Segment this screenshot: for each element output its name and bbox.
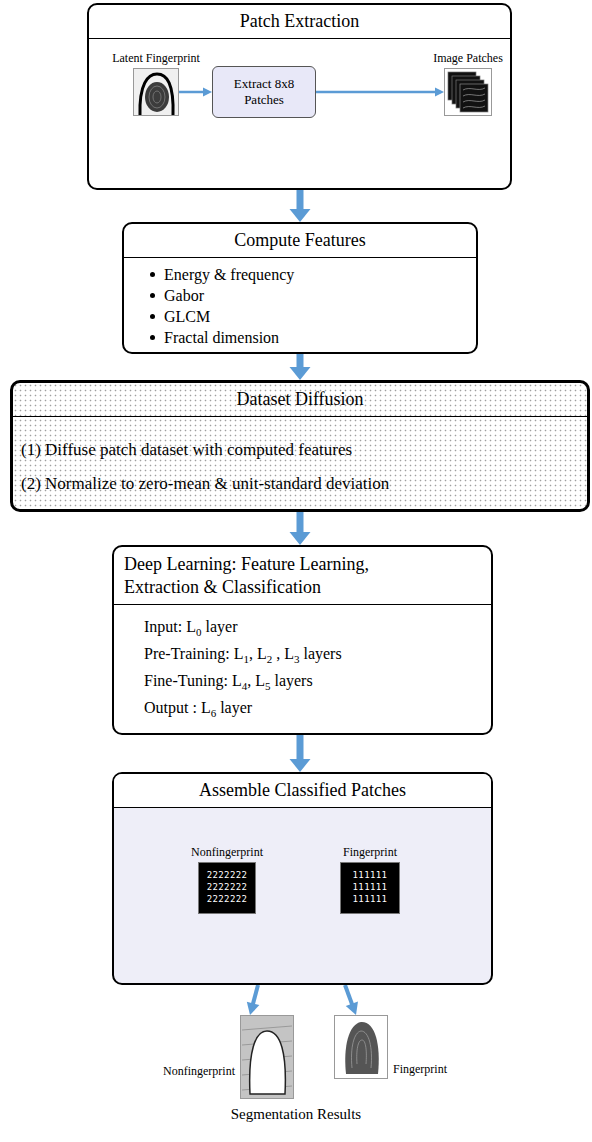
image-patches-stack [448, 72, 488, 112]
arrow-shaft [297, 735, 304, 763]
stage-box: Compute FeaturesEnergy & frequencyGaborG… [122, 222, 478, 354]
list-item: Pre-Training: L1, L2 , L3 layers [144, 640, 481, 667]
item-list: Energy & frequencyGaborGLCMFractal dimen… [124, 258, 476, 352]
list-item: Energy & frequency [164, 264, 294, 285]
patch-image: Nonfingerprint2222222 2222222 2222222 [198, 862, 256, 914]
image-caption: Image Patches [433, 52, 503, 65]
box-title: Dataset Diffusion [13, 383, 587, 417]
arrow-head [290, 759, 311, 772]
image-frame: Nonfingerprint [240, 1015, 294, 1099]
list-item: Output : L6 layer [144, 694, 481, 721]
flow-arrow [179, 88, 212, 97]
image-frame: Fingerprint [334, 1015, 388, 1079]
stage-box: Patch ExtractionLatent FingerprintExtrac… [87, 3, 512, 190]
arrow-head [346, 1001, 358, 1015]
class-digits: 2222222 2222222 2222222 [207, 870, 248, 905]
print-blob [145, 82, 169, 112]
list-item: Fine-Tuning: L4, L5 layers [144, 667, 481, 694]
list-item: GLCM [164, 306, 210, 327]
list-item: (1) Diffuse patch dataset with computed … [21, 433, 575, 467]
patch-image: Fingerprint111111 111111 111111 [340, 862, 400, 914]
arrow-shaft [179, 91, 206, 94]
item-list: Input: L0 layerPre-Training: L1, L2 , L3… [114, 605, 491, 727]
list-item: Input: L0 layer [144, 613, 481, 640]
flow-arrow [290, 512, 311, 545]
process-box: Extract 8x8 Patches [212, 66, 316, 118]
removed-region [250, 1031, 286, 1094]
image-ground [334, 1015, 388, 1079]
figure-caption: Segmentation Results [231, 1106, 361, 1123]
image-caption: Nonfingerprint [191, 846, 263, 859]
stage-box: Assemble Classified PatchesNonfingerprin… [112, 772, 493, 985]
image-caption: Nonfingerprint [163, 1065, 235, 1078]
nonfingerprint-result-image [240, 1015, 294, 1099]
bullet-dot [150, 314, 155, 319]
image-ground [240, 1015, 294, 1099]
bullet-row: GLCM [150, 306, 466, 327]
flow-arrow [316, 88, 444, 97]
image-caption: Latent Fingerprint [112, 52, 200, 65]
image-ground [133, 68, 179, 116]
bullet-dot [150, 293, 155, 298]
bullet-dot [150, 272, 155, 277]
print-outline [140, 74, 173, 115]
bullet-row: Energy & frequency [150, 264, 466, 285]
arrow-head [435, 88, 444, 97]
ridge-line [149, 86, 165, 108]
stage-box: Dataset Diffusion (1) Diffuse patch datas… [10, 380, 590, 512]
item-list: (1) Diffuse patch dataset with computed … [13, 417, 587, 507]
process-label: Extract 8x8 Patches [219, 76, 309, 107]
bullet-row: Fractal dimension [150, 327, 466, 348]
flow-arrow [290, 190, 311, 222]
ridge-line [351, 1031, 371, 1068]
class-digits: 111111 111111 111111 [353, 870, 388, 905]
box-title: Assemble Classified Patches [114, 774, 491, 808]
flow-arrow [290, 735, 311, 772]
arrow-head [290, 532, 311, 545]
arrow-head [203, 88, 212, 97]
list-item: Gabor [164, 285, 204, 306]
ridge-line [153, 91, 161, 103]
arrow-head [247, 1002, 260, 1015]
list-item: (2) Normalize to zero-mean & unit-standa… [21, 467, 575, 501]
box-title: Compute Features [124, 224, 476, 258]
patch-texture [463, 88, 485, 108]
box-title: Patch Extraction [89, 5, 510, 39]
flow-arrow [247, 985, 260, 1015]
image-frame: Latent Fingerprint [133, 68, 179, 116]
latent-fingerprint-image [133, 68, 179, 116]
list-item: Fractal dimension [164, 327, 279, 348]
patch-square [460, 84, 488, 112]
arrow-shaft [316, 91, 438, 94]
stage-box: Deep Learning: Feature Learning, Extract… [112, 545, 493, 735]
box-title: Deep Learning: Feature Learning, Extract… [114, 547, 491, 605]
flow-arrow [290, 354, 311, 381]
bullet-row: Gabor [150, 285, 466, 306]
flow-arrow [345, 985, 358, 1015]
arrow-head [290, 209, 311, 222]
arrow-head [290, 367, 311, 380]
image-caption: Fingerprint [343, 846, 397, 859]
fingerprint-result-image [334, 1015, 388, 1079]
image-frame: Image Patches [444, 68, 492, 116]
bullet-dot [150, 335, 155, 340]
print-blob [345, 1022, 379, 1074]
image-caption: Fingerprint [393, 1063, 447, 1076]
